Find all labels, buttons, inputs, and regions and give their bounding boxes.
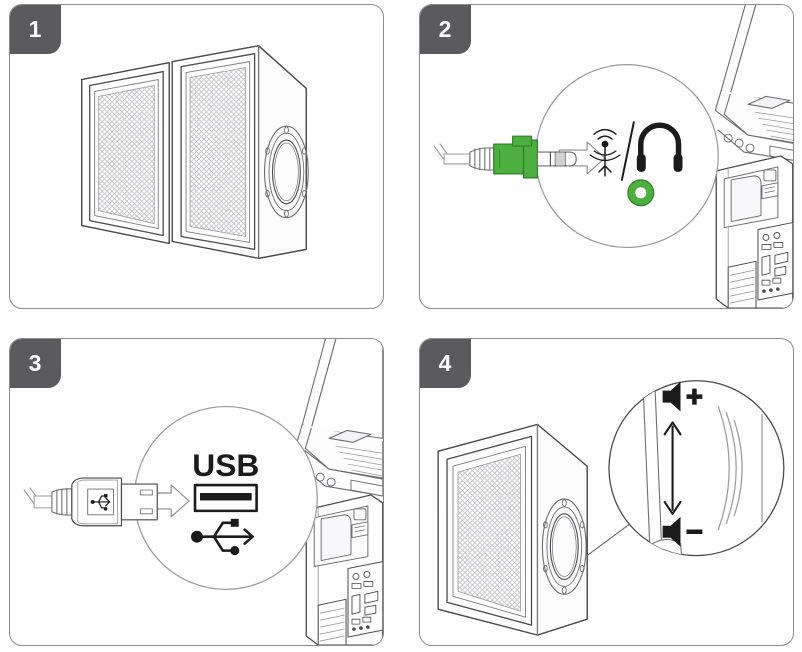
laptop-keyboard (754, 111, 793, 141)
panel-3-number-badge: 3 (10, 339, 61, 388)
panel-4-number: 4 (438, 349, 452, 376)
speaker-driver-cone (541, 498, 587, 595)
cable-strain-relief (51, 488, 73, 516)
volume-up-icon (662, 381, 703, 412)
driver-screws (265, 126, 307, 218)
usb-trident-icon (191, 518, 254, 556)
green-jack-port-icon (627, 179, 655, 207)
panel-2-number-badge: 2 (420, 5, 471, 54)
tower-expansion-slots (317, 598, 347, 645)
usb-label: USB (192, 447, 259, 483)
usb-type-a-plug (71, 477, 158, 527)
left-speaker-grille (89, 70, 164, 237)
tower-psu-area (313, 505, 369, 567)
panel-1-number: 1 (28, 15, 42, 42)
panel-1-artwork (81, 45, 309, 259)
usb-cable (23, 487, 53, 509)
desktop-tower-illustration (305, 494, 383, 645)
speaker-pair-drawing (81, 45, 309, 259)
green-3.5mm-plug (493, 135, 539, 179)
panel-4-volume-control: 4 (419, 338, 794, 646)
panel-3-usb-connection: USB 3 (9, 338, 384, 646)
driver-edge-in-magnifier (717, 405, 763, 531)
magnifier-circle (608, 380, 785, 557)
speaker-grille (446, 435, 533, 626)
volume-down-icon (662, 516, 703, 547)
up-down-arrow-icon (663, 421, 682, 515)
tower-psu-area (723, 166, 779, 229)
cable-strain-relief (469, 147, 495, 171)
tower-io-panel (347, 561, 383, 638)
panel-3-artwork: USB (23, 339, 383, 645)
icon-separator-slash (620, 121, 635, 181)
panel-1-speakers-overview: 1 (9, 4, 384, 309)
laptop-keyboard (335, 445, 383, 477)
panel-2-number: 2 (438, 15, 452, 42)
speaker-driver-cone (264, 125, 309, 219)
audio-cable (433, 143, 471, 165)
usb-port-rectangle (193, 483, 258, 513)
usb-trident-icon-small (90, 493, 111, 511)
right-speaker-grille (180, 53, 256, 251)
tower-io-panel (757, 222, 793, 301)
headphone-icon (636, 122, 683, 172)
panel-4-number-badge: 4 (420, 339, 471, 388)
line-out-icon (589, 128, 621, 177)
tower-expansion-slots (727, 260, 757, 308)
panel-4-artwork (437, 380, 785, 636)
desktop-tower-illustration (715, 155, 793, 308)
laptop-illustration (714, 5, 793, 161)
panel-3-number: 3 (28, 349, 42, 376)
panel-2-audio-jack-connection: 2 (419, 4, 794, 309)
driver-screws (543, 499, 585, 595)
panel-2-artwork (433, 5, 793, 308)
panel-1-number-badge: 1 (10, 5, 61, 54)
plug-metal-tip (536, 151, 577, 167)
laptop-illustration (295, 339, 383, 497)
